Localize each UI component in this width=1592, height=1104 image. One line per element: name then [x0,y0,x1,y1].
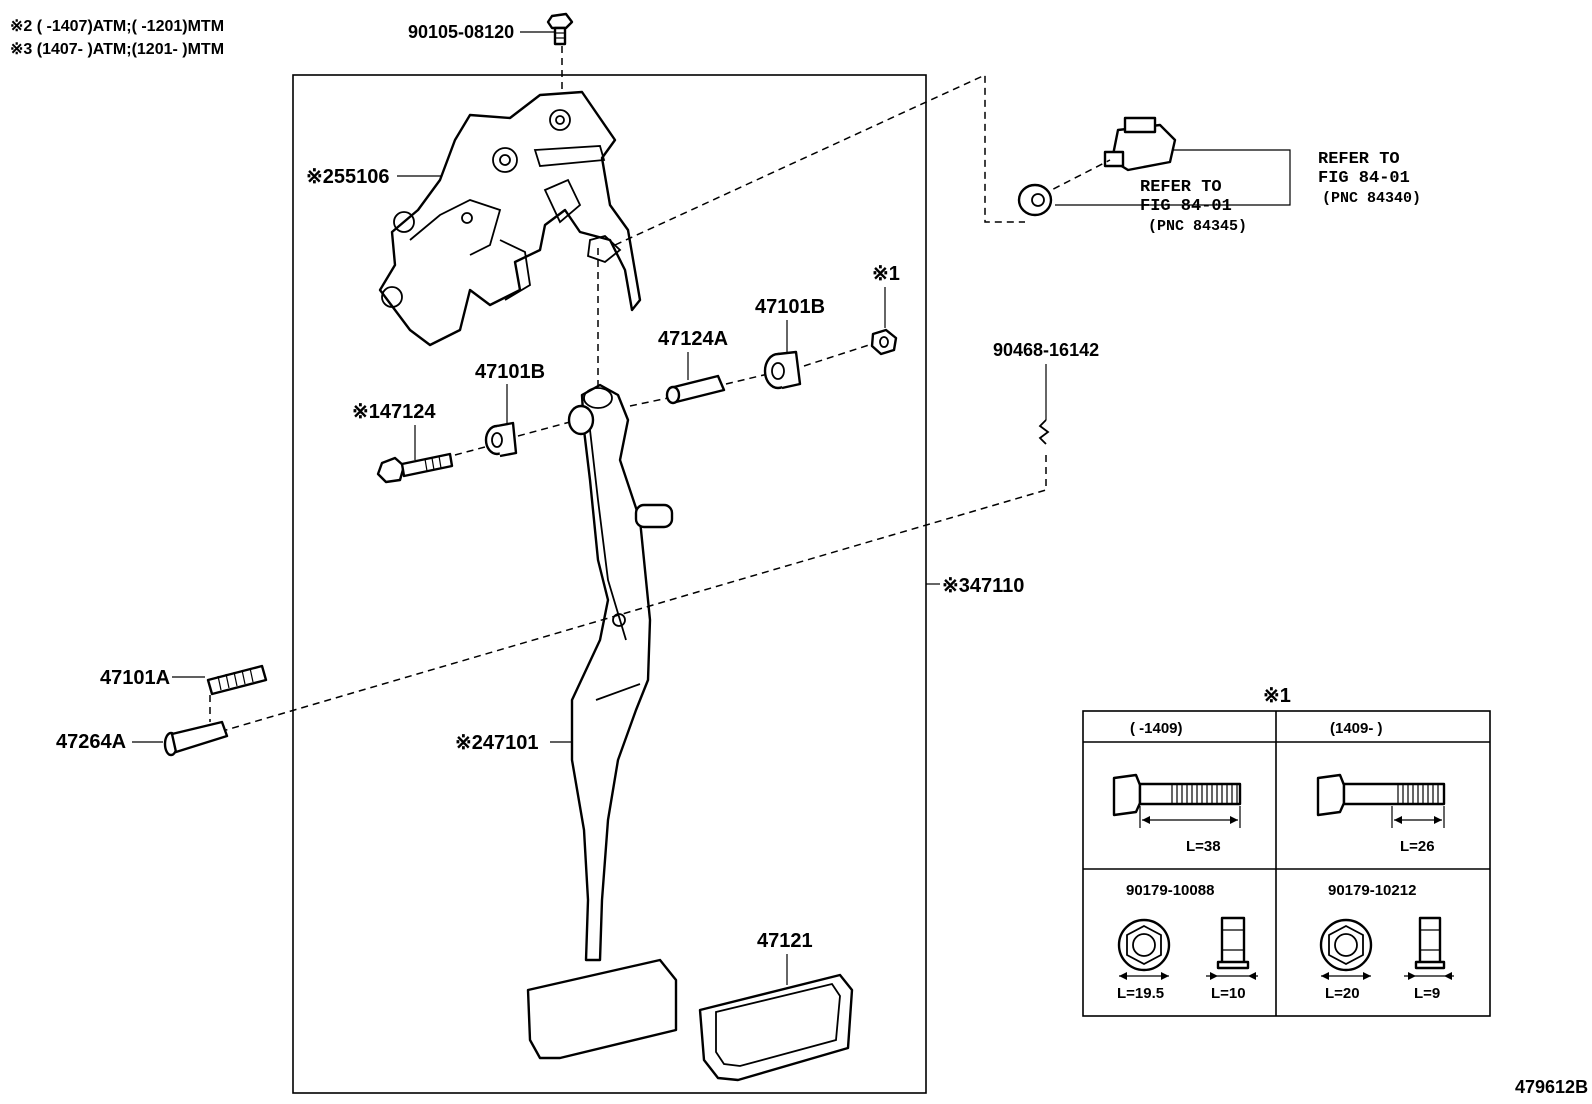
diagram-id: 479612B [1515,1077,1588,1097]
nut2-part-number[interactable]: 90179-10212 [1328,882,1416,899]
spring-icon [206,664,268,696]
dash-pivot-2 [517,421,571,437]
dash-pivot-3 [629,397,669,407]
label-clevis-pin-47264A[interactable]: 47264A [56,731,126,753]
label-clip-90468-16142[interactable]: 90468-16142 [993,340,1099,360]
nut1-front-icon [1117,918,1171,980]
refer2-line3: (PNC 84340) [1322,190,1421,207]
refer2-line1: REFER TO [1318,150,1400,169]
clevis-pin-icon [163,720,229,757]
bolt-short-icon [1316,773,1446,828]
nut1-height: L=10 [1211,985,1246,1002]
bolt2-length: L=26 [1400,838,1435,855]
stop-lamp-switch-icon [1103,116,1177,172]
dash-clip-pin [225,455,1047,731]
nut2-width: L=20 [1325,985,1360,1002]
collar-icon [665,374,726,405]
bolt1-length: L=38 [1186,838,1221,855]
label-collar-47124A[interactable]: 47124A [658,328,728,350]
note-line-1: ※2 ( -1407)ATM;( -1201)MTM [10,18,224,35]
flange-nut-icon [870,328,898,356]
pedal-pad-mounted-icon [526,958,678,1060]
label-bushing-47101B-right[interactable]: 47101B [755,296,825,318]
bushing-left-icon [484,421,518,458]
refer1-line2[interactable]: FIG 84-01 [1140,197,1232,216]
label-pedal-arm-47101[interactable]: ※247101 [455,732,539,754]
label-assembly-47110[interactable]: ※347110 [942,575,1024,597]
nut1-width: L=19.5 [1117,985,1164,1002]
label-nut-ref-1[interactable]: ※1 [872,263,900,285]
pivot-bolt-icon [376,452,454,484]
dash-pivot-5 [803,343,873,367]
label-pin-47124[interactable]: ※147124 [352,401,436,423]
nut2-height: L=9 [1414,985,1440,1002]
label-bushing-47101B-left[interactable]: 47101B [475,361,545,383]
pedal-pad-icon [698,973,854,1082]
dash-switch-path [614,73,1025,246]
label-pedal-pad-47121[interactable]: 47121 [757,930,813,952]
nut2-front-icon [1319,918,1373,980]
brake-pedal-arm-icon [567,383,674,962]
cushion-icon [1017,183,1053,217]
bolt-long-icon [1112,773,1242,828]
table-col1-header: ( -1409) [1130,720,1183,737]
clip-icon [1038,419,1050,445]
label-bracket-55106[interactable]: ※255106 [306,166,390,188]
bolt-top-icon [546,12,574,46]
refer2-line2[interactable]: FIG 84-01 [1318,169,1410,188]
label-spring-47101A[interactable]: 47101A [100,667,170,689]
refer1-line1: REFER TO [1140,178,1222,197]
table-title: ※1 [1263,685,1291,707]
nut1-part-number[interactable]: 90179-10088 [1126,882,1214,899]
note-line-2: ※3 (1407- )ATM;(1201- )MTM [10,41,224,58]
brake-pedal-bracket-icon [378,90,642,347]
nut2-side-icon [1404,916,1454,980]
dash-pivot-4 [725,373,769,385]
bushing-right-icon [763,350,802,390]
nut1-side-icon [1206,916,1258,980]
table-col2-header: (1409- ) [1330,720,1383,737]
dash-pivot-1 [454,446,486,456]
refer1-line3: (PNC 84345) [1148,218,1247,235]
label-bolt-90105-08120[interactable]: 90105-08120 [408,22,514,42]
spec-table [1082,710,1491,1017]
leader-refer-2 [1172,149,1291,206]
